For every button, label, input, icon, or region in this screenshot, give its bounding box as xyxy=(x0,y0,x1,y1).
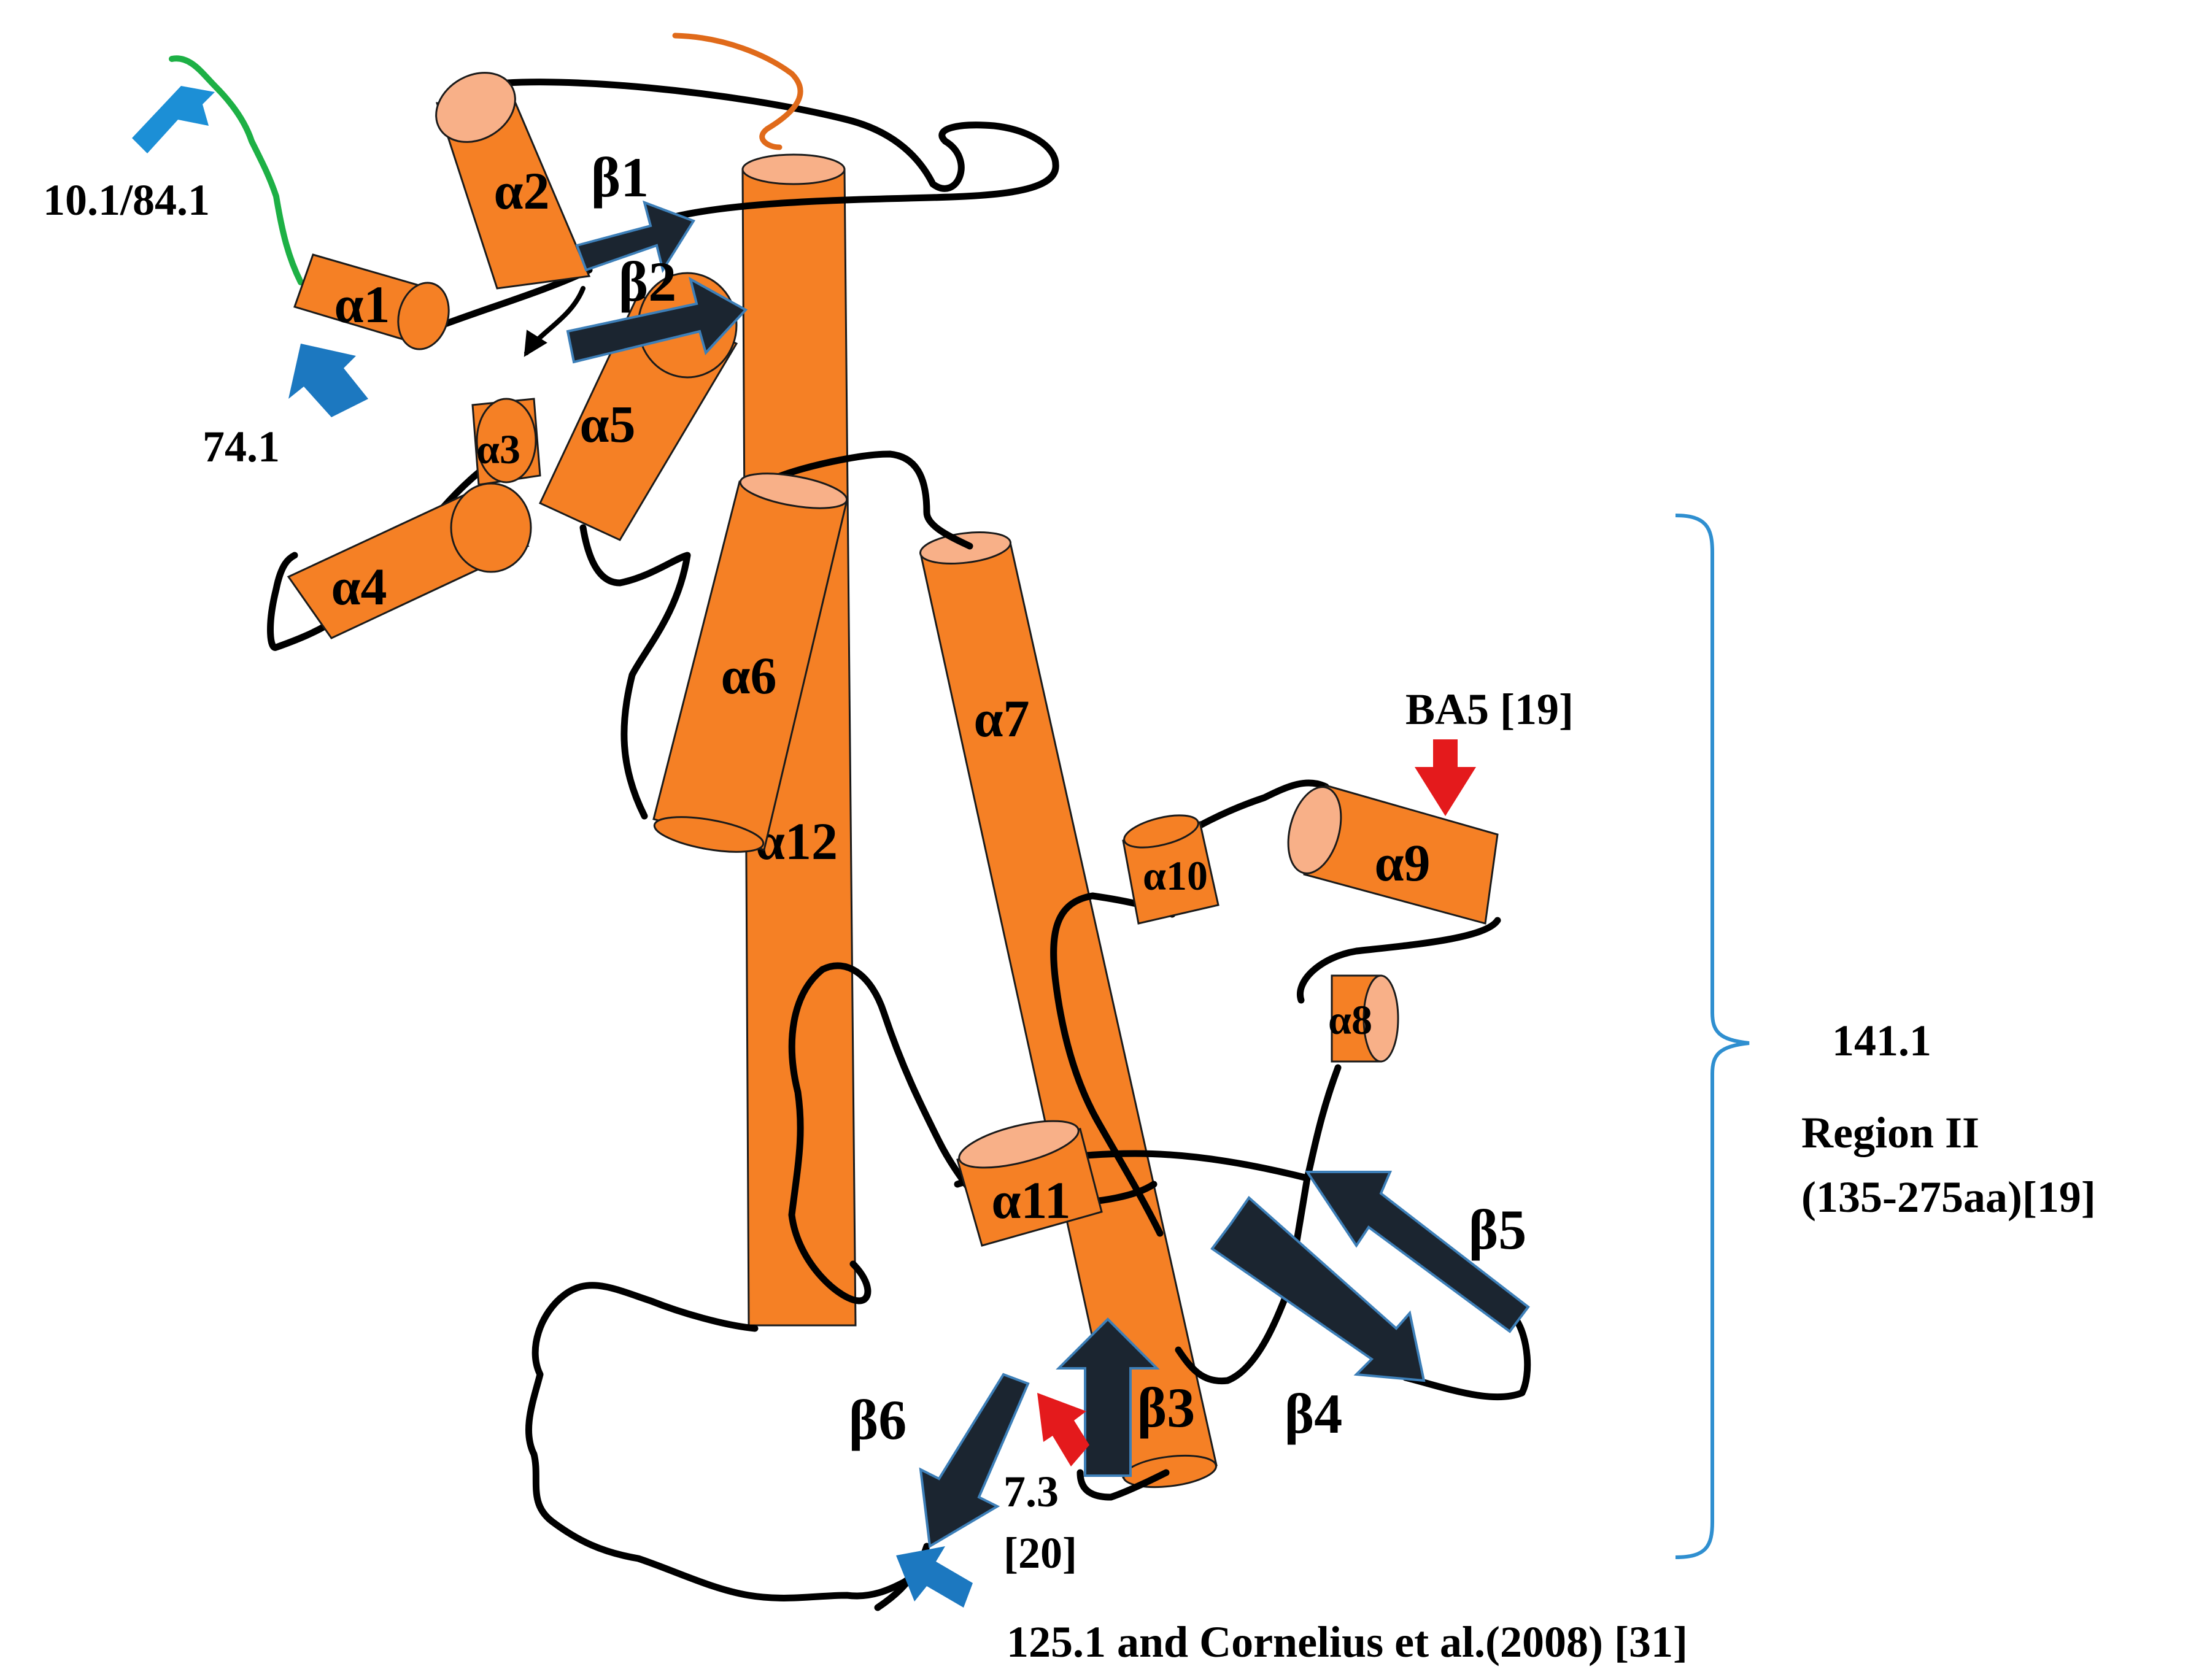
label-region-name: Region II xyxy=(1801,1108,1979,1157)
helix-a5-label: α5 xyxy=(580,395,636,453)
n-terminus-tail xyxy=(169,55,304,285)
helix-a11-label: α11 xyxy=(991,1171,1070,1230)
helix-a3: α3 xyxy=(471,398,541,486)
helix-a4: α4 xyxy=(287,482,532,639)
strand-b4: β4 xyxy=(1210,1196,1426,1445)
helix-a3-label: α3 xyxy=(476,426,520,472)
label-141-1: 141.1 xyxy=(1832,1016,1931,1065)
helix-a10-label: α10 xyxy=(1143,852,1208,899)
epitope-arrow-7-3-icon xyxy=(1037,1393,1089,1466)
helix-a11: α11 xyxy=(956,1120,1103,1247)
strand-b1-label: β1 xyxy=(591,146,649,209)
helix-a9: α9 xyxy=(1287,784,1499,925)
helix-a2: α2 xyxy=(435,72,591,290)
helix-a4-label: α4 xyxy=(331,557,387,616)
label-region-range: (135-275aa)[19] xyxy=(1801,1173,2096,1222)
strand-b3: β3 xyxy=(1056,1317,1195,1477)
helix-a7: α7 xyxy=(919,531,1218,1489)
label-74-1: 74.1 xyxy=(203,422,280,471)
strand-b6: β6 xyxy=(849,1373,1030,1549)
label-ba5: BA5 [19] xyxy=(1405,685,1574,734)
c-terminus-tail xyxy=(672,33,803,150)
strand-b6-label: β6 xyxy=(849,1389,906,1451)
helix-a6: α6 xyxy=(652,472,848,853)
label-10-1-84-1: 10.1/84.1 xyxy=(43,175,210,225)
label-7-3: 7.3 xyxy=(1003,1467,1059,1516)
helix-a9-label: α9 xyxy=(1375,833,1431,892)
strand-b5: β5 xyxy=(1305,1171,1530,1333)
label-125-1: 125.1 and Cornelius et al.(2008) [31] xyxy=(1007,1617,1688,1667)
strand-b3-label: β3 xyxy=(1137,1376,1195,1439)
strand-b5-label: β5 xyxy=(1469,1198,1526,1261)
epitope-arrow-ba5-icon xyxy=(1415,739,1476,816)
epitope-arrow-125-1-icon xyxy=(896,1546,973,1608)
helix-a8-label: α8 xyxy=(1328,996,1372,1043)
strand-b4-label: β4 xyxy=(1285,1382,1342,1445)
helix-a7-label: α7 xyxy=(974,689,1030,748)
helix-a6-label: α6 xyxy=(721,646,777,705)
strand-b2: β2 xyxy=(566,250,748,364)
label-7-3-ref: [20] xyxy=(1003,1528,1077,1578)
loops xyxy=(267,79,1531,1611)
helix-a8: α8 xyxy=(1328,974,1399,1063)
helix-a1-label: α1 xyxy=(334,275,390,334)
strand-b1: β1 xyxy=(575,146,695,274)
helix-a2-label: α2 xyxy=(494,161,550,220)
region-bracket xyxy=(1675,514,1750,1559)
strand-b2-label: β2 xyxy=(619,250,676,313)
epitope-arrow-74-1-icon xyxy=(288,344,368,417)
helix-a10: α10 xyxy=(1122,814,1219,925)
epitope-arrow-10-1-icon xyxy=(132,86,215,153)
helix-a12: α12 xyxy=(741,153,857,1327)
helix-a1: α1 xyxy=(293,253,450,350)
